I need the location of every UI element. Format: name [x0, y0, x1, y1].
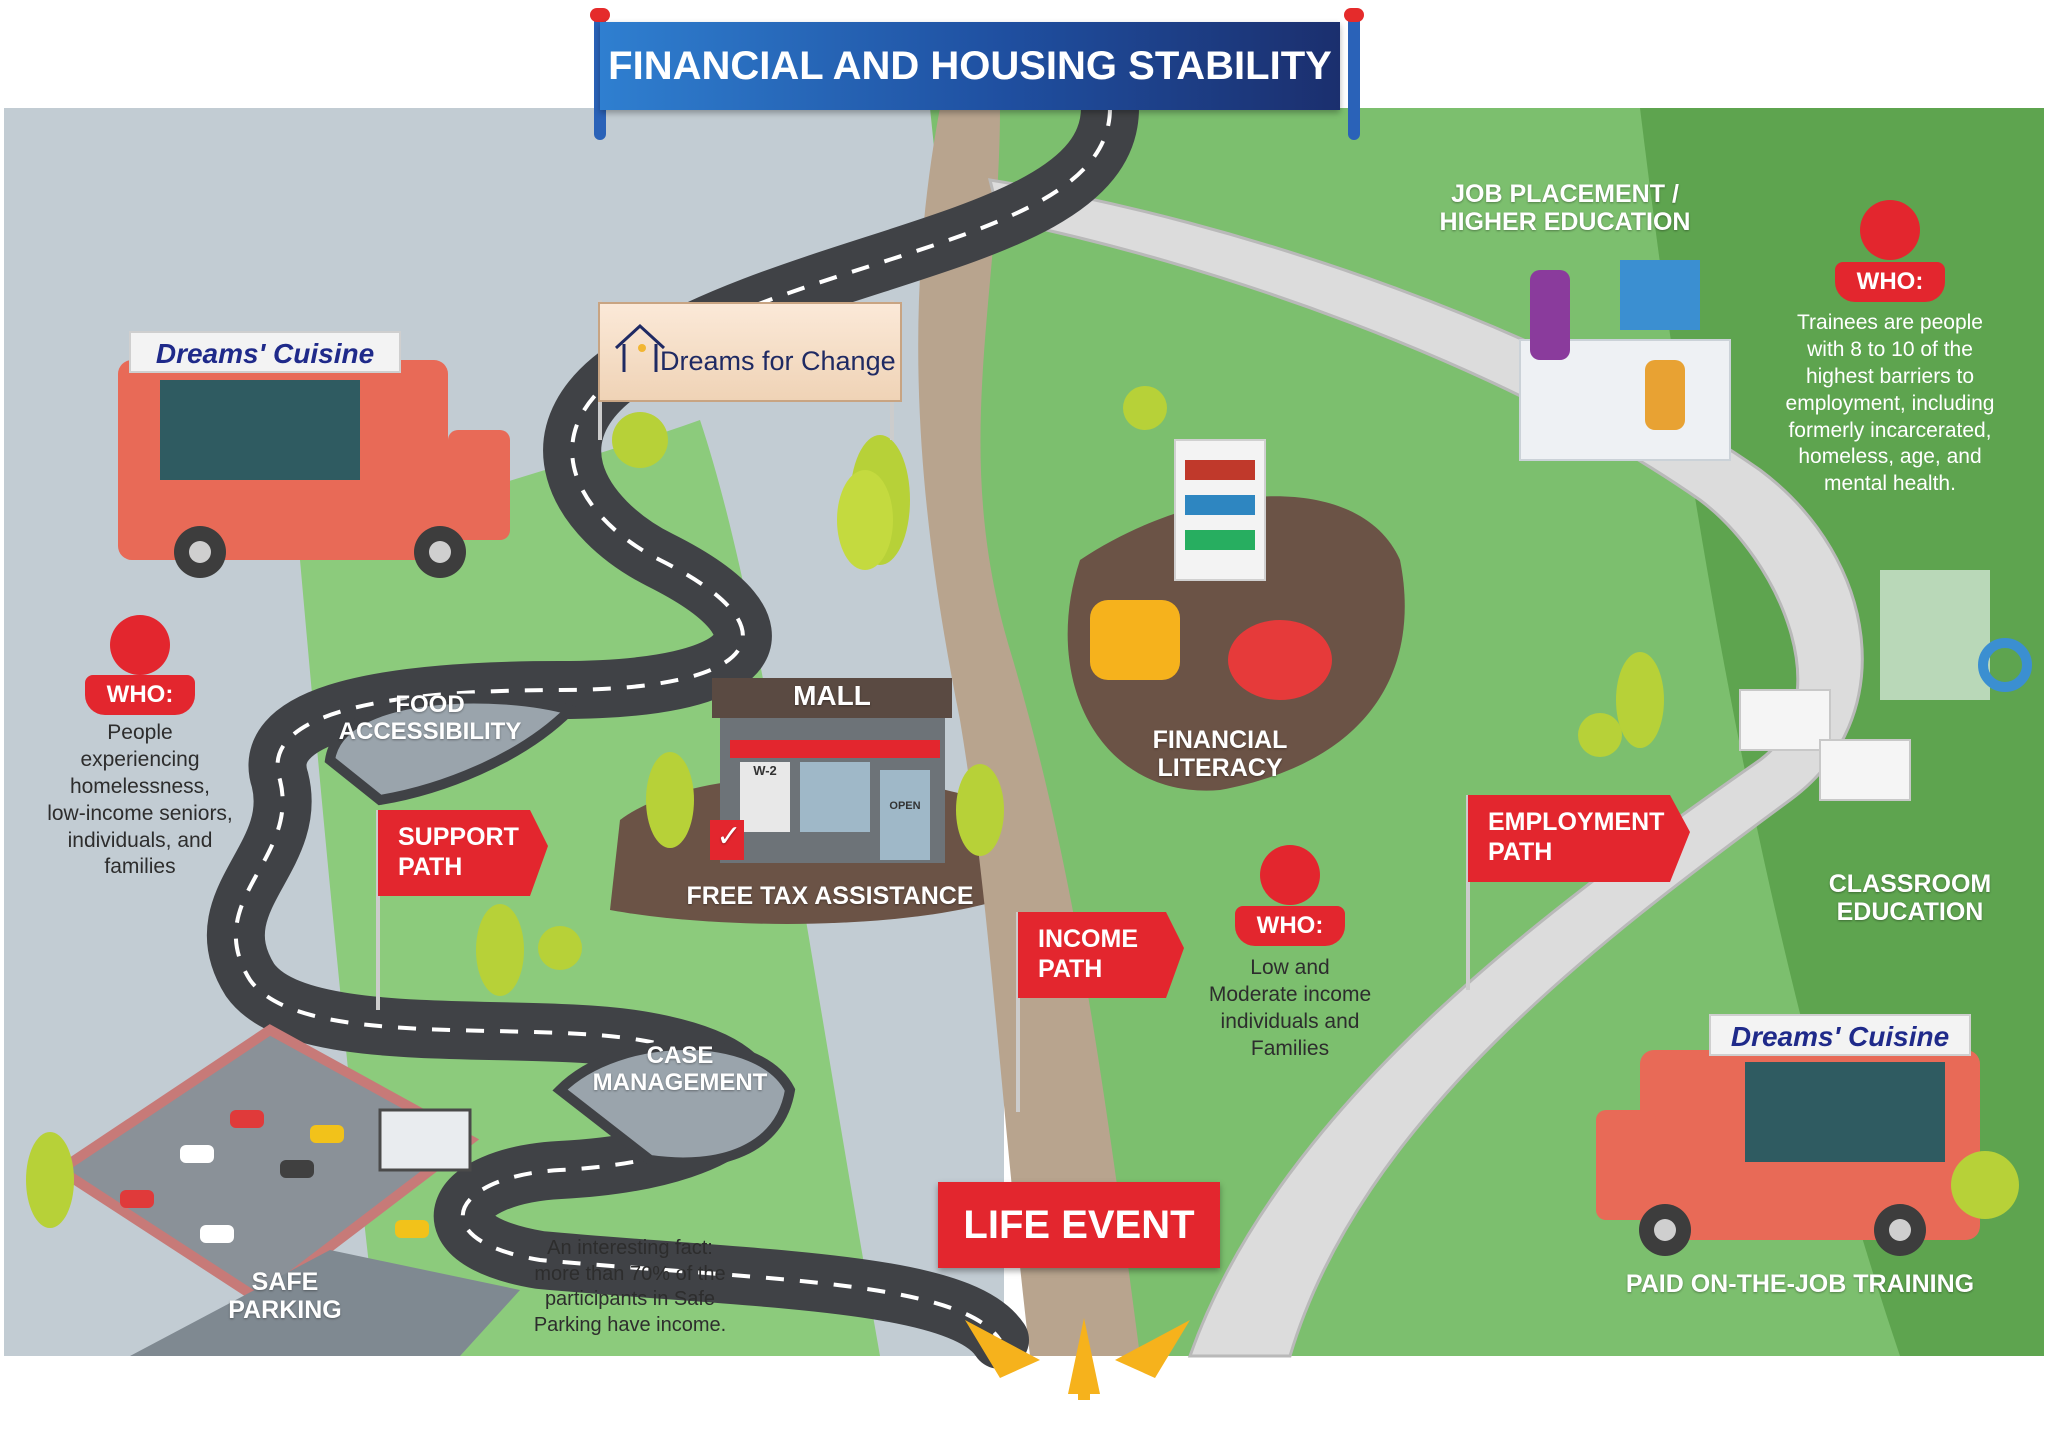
page-title: FINANCIAL AND HOUSING STABILITY: [600, 22, 1340, 110]
title-knob-left: [590, 8, 610, 22]
title-knob-right: [1344, 8, 1364, 22]
literacy-scene: [1090, 439, 1332, 700]
parking-booth: [378, 1108, 472, 1172]
truck-brand-right: Dreams' Cuisine: [1730, 1021, 1950, 1052]
open-sign: OPEN: [889, 800, 921, 812]
who-person-icons: [110, 200, 1920, 905]
safe-parking-label: SAFE PARKING: [228, 1268, 342, 1324]
life-event-banner: LIFE EVENT: [938, 1182, 1220, 1268]
classroom-education-label: CLASSROOM EDUCATION: [1828, 870, 1992, 926]
who-support-text: People experiencing homelessness, low-in…: [47, 721, 233, 879]
case-management-label: CASE MANAGEMENT: [592, 1042, 768, 1096]
house-logo-icon: [614, 323, 666, 372]
support-road-lines: [234, 107, 1112, 1342]
employment-path-flag: EMPLOYMENT PATH: [1488, 808, 1665, 866]
paid-training-label: PAID ON-THE-JOB TRAINING: [1625, 1270, 1975, 1298]
financial-literacy-label: FINANCIAL LITERACY: [1152, 726, 1288, 782]
classroom-scene: [1739, 570, 2032, 801]
food-truck-right: [1596, 1014, 1980, 1256]
free-tax-assistance-label: FREE TAX ASSISTANCE: [686, 882, 974, 910]
stone-path: [918, 108, 1140, 1356]
food-truck-left: [118, 331, 510, 578]
logo-text: Dreams for Change: [660, 346, 896, 376]
interesting-fact-text: An interesting fact: more than 70% of th…: [533, 1237, 727, 1336]
trees: [26, 386, 2019, 1228]
food-accessibility-label: FOOD ACCESSIBILITY: [338, 691, 522, 745]
parking-shadow: [130, 1250, 520, 1356]
check-icon: ✓: [716, 820, 742, 853]
path-flags: [378, 795, 1690, 998]
income-path-flag: INCOME PATH: [1038, 925, 1138, 983]
support-path-flag: SUPPORT PATH: [398, 823, 519, 881]
parked-cars: [120, 1110, 429, 1243]
who-badge-income: WHO:: [1235, 906, 1345, 946]
title-pole-right: [1348, 10, 1360, 140]
mall-building: [710, 678, 952, 863]
who-badge-support: WHO:: [85, 675, 195, 715]
case-loop: [552, 1040, 796, 1168]
office-desk: [1519, 260, 1731, 461]
who-employment-text: Trainees are people with 8 to 10 of the …: [1785, 311, 1995, 496]
food-loop: [324, 693, 580, 806]
who-income-text: Low and Moderate income individuals and …: [1208, 956, 1372, 1060]
mall-label: MALL: [793, 680, 871, 711]
logo-sign: Dreams for Change: [598, 302, 902, 402]
truck-brand-left: Dreams' Cuisine: [155, 338, 375, 369]
employment-walkway: [987, 178, 1864, 1358]
w2-label: W-2: [753, 763, 777, 778]
start-arrows: [965, 1318, 1190, 1400]
job-placement-label: JOB PLACEMENT / HIGHER EDUCATION: [1439, 180, 1691, 236]
who-badge-employment: WHO:: [1835, 262, 1945, 302]
